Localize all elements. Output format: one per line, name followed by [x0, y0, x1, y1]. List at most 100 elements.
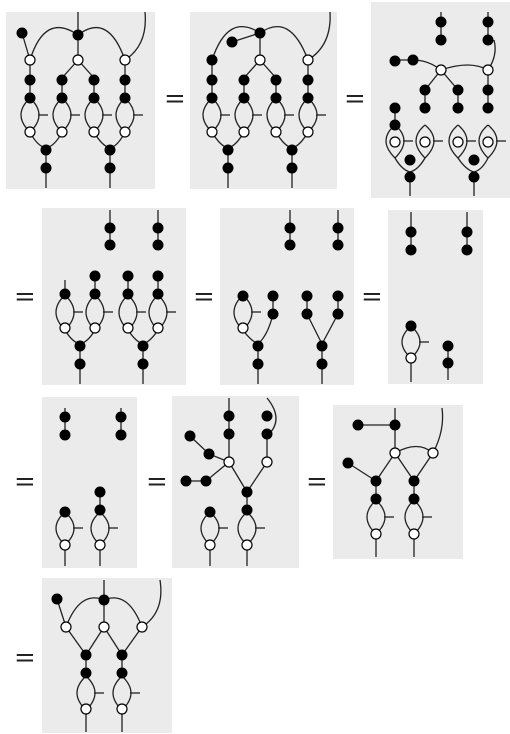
white-spider-node: [119, 126, 131, 138]
black-spider-node: [405, 226, 417, 238]
black-spider-node: [116, 649, 128, 661]
black-spider-node: [284, 239, 296, 251]
black-spider-node: [200, 475, 212, 487]
black-spider-node: [152, 239, 164, 251]
black-spider-node: [286, 144, 298, 156]
black-spider-node: [74, 358, 86, 370]
black-spider-node: [389, 102, 401, 114]
equals-sign-6: =: [14, 467, 36, 497]
svg-text:=: =: [344, 84, 366, 114]
black-spider-node: [206, 54, 218, 66]
svg-text:=: =: [164, 84, 186, 114]
black-spider-node: [88, 92, 100, 104]
black-spider-node: [482, 16, 494, 28]
black-spider-node: [137, 340, 149, 352]
black-spider-node: [203, 448, 215, 460]
black-spider-node: [332, 290, 344, 302]
black-spider-node: [332, 222, 344, 234]
black-spider-node: [59, 411, 71, 423]
black-spider-node: [261, 410, 273, 422]
equals-sign-7: =: [146, 467, 168, 497]
equals-sign-8: =: [306, 467, 328, 497]
black-spider-node: [184, 430, 196, 442]
black-spider-node: [119, 74, 131, 86]
white-spider-node: [452, 136, 464, 148]
svg-text:=: =: [306, 467, 328, 497]
black-spider-node: [59, 506, 71, 518]
black-spider-node: [104, 239, 116, 251]
white-spider-node: [152, 322, 164, 334]
diagram-panel-3: [371, 2, 510, 198]
white-spider-node: [389, 447, 401, 459]
black-spider-node: [24, 92, 36, 104]
black-spider-node: [370, 475, 382, 487]
black-spider-node: [301, 308, 313, 320]
svg-text:=: =: [14, 282, 36, 312]
white-spider-node: [427, 447, 439, 459]
equals-sign-4: =: [193, 282, 215, 312]
black-spider-node: [342, 457, 354, 469]
white-spider-node: [237, 322, 249, 334]
black-spider-node: [442, 340, 454, 352]
black-spider-node: [452, 84, 464, 96]
equals-sign-1: =: [164, 84, 186, 114]
white-spider-node: [72, 54, 84, 66]
black-spider-node: [16, 27, 28, 39]
black-spider-node: [74, 340, 86, 352]
black-spider-node: [261, 428, 273, 440]
black-spider-node: [461, 226, 473, 238]
black-spider-node: [352, 419, 364, 431]
diagram-panel-7: [42, 397, 137, 568]
black-spider-node: [408, 475, 420, 487]
svg-text:=: =: [146, 467, 168, 497]
black-spider-node: [104, 162, 116, 174]
black-spider-node: [24, 74, 36, 86]
diagram-panel-6: [388, 210, 483, 384]
white-spider-node: [254, 54, 266, 66]
black-spider-node: [104, 144, 116, 156]
black-spider-node: [452, 102, 464, 114]
black-spider-node: [270, 92, 282, 104]
white-spider-node: [116, 703, 128, 715]
black-spider-node: [332, 239, 344, 251]
black-spider-node: [482, 34, 494, 46]
black-spider-node: [122, 270, 134, 282]
black-spider-node: [316, 358, 328, 370]
black-spider-node: [404, 171, 416, 183]
equals-sign-9: =: [14, 643, 36, 673]
black-spider-node: [405, 320, 417, 332]
black-spider-node: [98, 594, 110, 606]
white-spider-node: [435, 64, 447, 76]
black-spider-node: [222, 144, 234, 156]
white-spider-node: [136, 621, 148, 633]
black-spider-node: [332, 308, 344, 320]
black-spider-node: [116, 667, 128, 679]
black-spider-node: [137, 358, 149, 370]
black-spider-node: [370, 493, 382, 505]
black-spider-node: [115, 411, 127, 423]
svg-text:=: =: [193, 282, 215, 312]
black-spider-node: [389, 55, 401, 67]
black-spider-node: [223, 428, 235, 440]
svg-text:=: =: [14, 467, 36, 497]
diagram-panel-10: [42, 578, 172, 733]
black-spider-node: [152, 288, 164, 300]
black-spider-node: [222, 162, 234, 174]
black-spider-node: [40, 162, 52, 174]
white-spider-node: [206, 126, 218, 138]
black-spider-node: [204, 506, 216, 518]
black-spider-node: [267, 290, 279, 302]
diagram-panel-2: [190, 11, 337, 189]
svg-text:=: =: [14, 643, 36, 673]
black-spider-node: [302, 74, 314, 86]
black-spider-node: [51, 593, 63, 605]
black-spider-node: [122, 288, 134, 300]
equals-sign-5: =: [361, 282, 383, 312]
white-spider-node: [223, 456, 235, 468]
black-spider-node: [40, 144, 52, 156]
white-spider-node: [94, 539, 106, 551]
black-spider-node: [302, 92, 314, 104]
black-spider-node: [80, 667, 92, 679]
black-spider-node: [419, 102, 431, 114]
black-spider-node: [316, 340, 328, 352]
